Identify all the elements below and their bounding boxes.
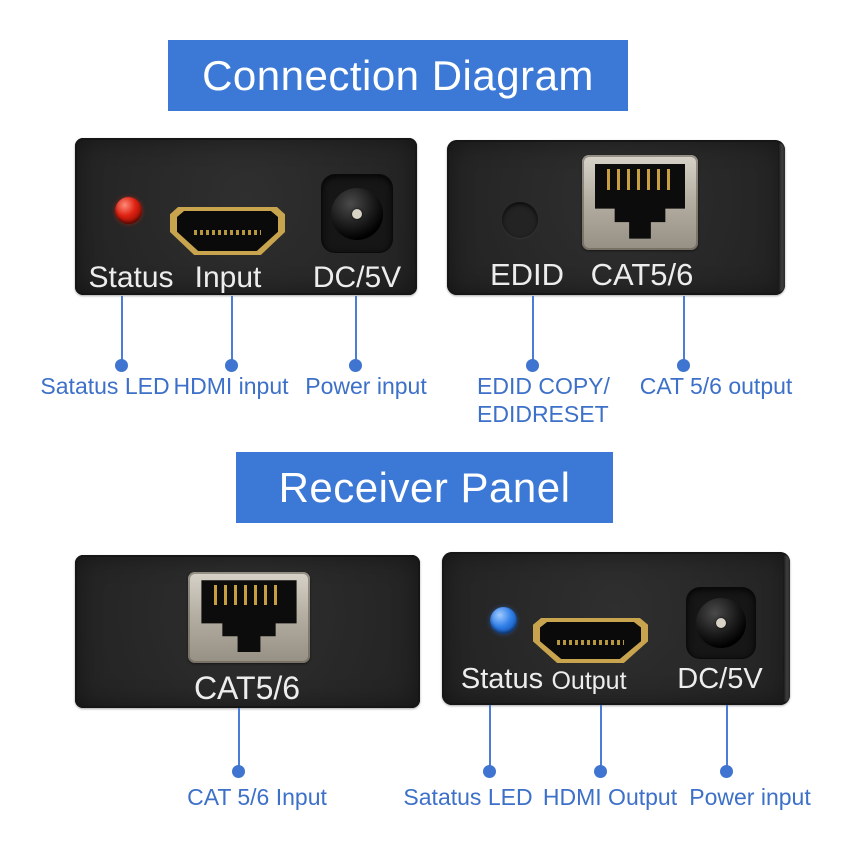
transmitter-status-label: Status bbox=[88, 261, 174, 294]
callout-hdmi-output: HDMI Output bbox=[542, 784, 678, 810]
receiver-panel-banner: Receiver Panel bbox=[236, 452, 613, 523]
receiver-output-label: Output bbox=[551, 667, 627, 695]
callout-dot bbox=[677, 359, 690, 372]
hdmi-pins bbox=[194, 230, 261, 236]
hdmi-output-port-icon bbox=[533, 618, 648, 663]
callout-dot bbox=[349, 359, 362, 372]
callout-dot bbox=[232, 765, 245, 778]
transmitter-panel: Status Input DC/5V bbox=[75, 138, 417, 295]
cat56-output-port-icon bbox=[582, 155, 698, 250]
receiver-status-label: Status bbox=[460, 663, 544, 695]
dc-power-jack-icon bbox=[687, 588, 755, 658]
callout-line bbox=[231, 296, 233, 362]
callout-line bbox=[355, 296, 357, 362]
callout-dot bbox=[720, 765, 733, 778]
rj45-cavity bbox=[201, 580, 297, 653]
cat56-input-port-icon bbox=[188, 572, 310, 663]
transmitter-front-panel: EDID CAT5/6 bbox=[447, 140, 785, 295]
callout-line bbox=[532, 296, 534, 362]
callout-edid-copy-line2: EDIDRESET bbox=[477, 401, 609, 427]
callout-line bbox=[238, 708, 240, 768]
callout-line bbox=[121, 296, 123, 362]
callout-edid-copy-line1: EDID COPY/ bbox=[477, 373, 610, 399]
hdmi-pins bbox=[557, 639, 624, 645]
edid-button-icon bbox=[502, 202, 538, 238]
callout-line bbox=[600, 705, 602, 768]
dc-pin bbox=[716, 618, 726, 628]
receiver-cat56-label: CAT5/6 bbox=[193, 670, 301, 706]
callout-status-led-tx: Satatus LED bbox=[40, 373, 170, 399]
receiver-rear-panel: Status Output DC/5V bbox=[442, 552, 790, 705]
callout-dot bbox=[115, 359, 128, 372]
receiver-front-panel: CAT5/6 bbox=[75, 555, 420, 708]
callout-line bbox=[726, 705, 728, 768]
rj45-pins bbox=[213, 585, 285, 606]
callout-dot bbox=[526, 359, 539, 372]
callout-status-led-rx: Satatus LED bbox=[403, 784, 533, 810]
rj45-pins bbox=[606, 168, 674, 190]
callout-hdmi-input: HDMI input bbox=[173, 373, 289, 399]
transmitter-input-label: Input bbox=[194, 261, 262, 294]
edid-label: EDID bbox=[489, 257, 565, 292]
receiver-dc5v-label: DC/5V bbox=[677, 663, 763, 695]
callout-dot bbox=[594, 765, 607, 778]
callout-dot bbox=[225, 359, 238, 372]
callout-line bbox=[489, 705, 491, 768]
cat56-label: CAT5/6 bbox=[590, 257, 694, 292]
callout-dot bbox=[483, 765, 496, 778]
callout-power-input-tx: Power input bbox=[305, 373, 427, 399]
transmitter-dc5v-label: DC/5V bbox=[312, 261, 402, 294]
callout-power-input-rx: Power input bbox=[689, 784, 811, 810]
callout-cat56-output: CAT 5/6 output bbox=[639, 373, 793, 399]
callout-line bbox=[683, 296, 685, 362]
dc-pin bbox=[352, 208, 362, 219]
connection-diagram-banner: Connection Diagram bbox=[168, 40, 628, 111]
status-led-red-icon bbox=[115, 197, 142, 224]
status-led-blue-icon bbox=[490, 607, 517, 634]
dc-power-jack-icon bbox=[322, 175, 392, 252]
callout-cat56-input: CAT 5/6 Input bbox=[187, 784, 327, 810]
hdmi-input-port-icon bbox=[170, 207, 285, 255]
rj45-cavity bbox=[594, 163, 686, 239]
